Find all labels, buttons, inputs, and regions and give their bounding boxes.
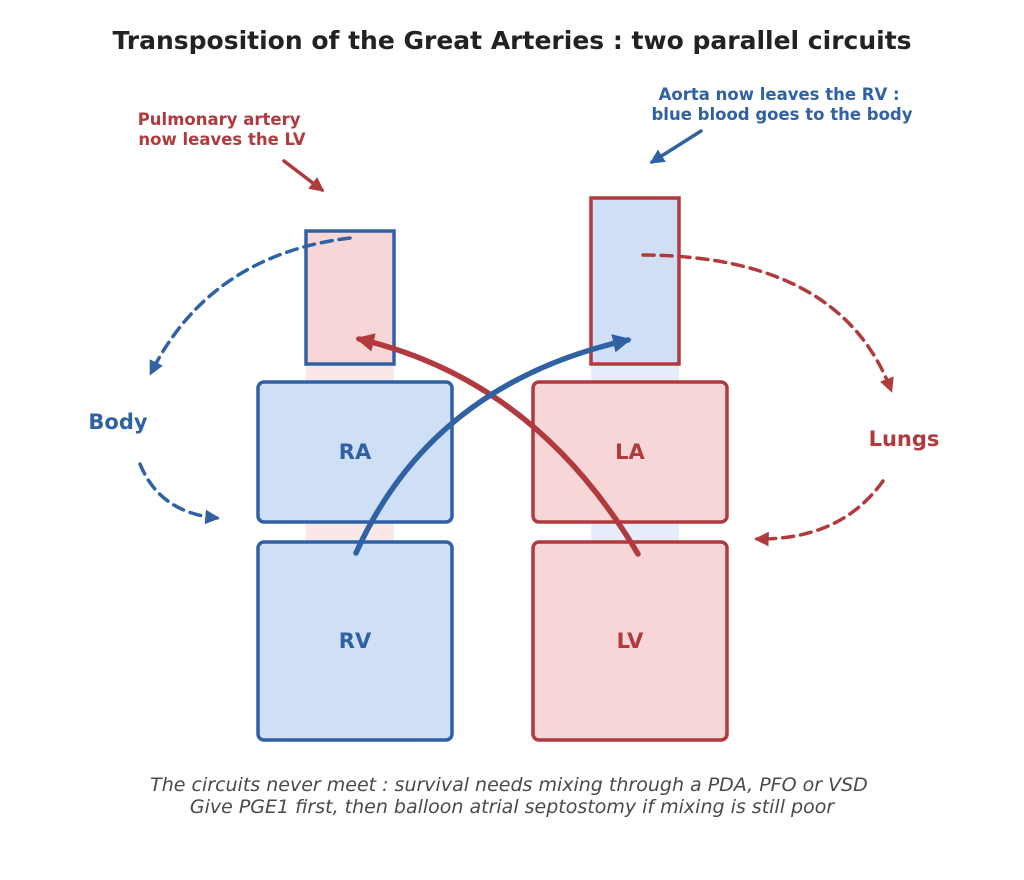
- caption-line-2: Give PGE1 first, then balloon atrial sep…: [190, 796, 836, 818]
- right-septal-strip: [306, 522, 394, 542]
- lv-label: LV: [617, 629, 644, 653]
- rv-to-aorta-arrow: [353, 334, 632, 556]
- aorta-pointer-arrow: [649, 129, 703, 164]
- caption: The circuits never meet : survival needs…: [150, 774, 874, 818]
- lungs-to-la-dashed-arrow: [754, 479, 885, 547]
- pulmonary-to-lungs-dashed-arrow: [641, 253, 894, 393]
- aorta-annotation-line-1: Aorta now leaves the RV :: [659, 85, 900, 104]
- lv-to-pulmonary-arrow: [355, 333, 641, 557]
- pulmonary-connector-strip: [306, 364, 394, 384]
- rv-label: RV: [339, 629, 372, 653]
- body-to-ra-dashed-arrow: [138, 462, 220, 525]
- caption-line-1: The circuits never meet : survival needs…: [150, 774, 868, 796]
- diagram-title: Transposition of the Great Arteries : tw…: [112, 26, 911, 55]
- left-septal-strip: [591, 522, 679, 542]
- aortic-connector-strip: [591, 364, 679, 384]
- aorta-annotation: Aorta now leaves the RV : blue blood goe…: [652, 85, 913, 124]
- pulmonary-annotation-line-2: now leaves the LV: [138, 130, 305, 149]
- la-label: LA: [615, 440, 645, 464]
- pulmonary-annotation: Pulmonary artery now leaves the LV: [138, 110, 307, 149]
- ra-chamber: [256, 380, 454, 524]
- aorta-box: [589, 196, 681, 366]
- aorta-to-body-dashed-arrow: [149, 236, 352, 376]
- aorta-annotation-line-2: blue blood goes to the body: [652, 105, 913, 124]
- pulmonary-annotation-line-1: Pulmonary artery: [138, 110, 301, 129]
- ra-label: RA: [339, 440, 372, 464]
- la-chamber: [531, 380, 729, 524]
- lungs-label: Lungs: [869, 427, 940, 451]
- rv-chamber: [256, 540, 454, 742]
- pulmonary-pointer-arrow: [282, 159, 325, 192]
- body-label: Body: [88, 410, 147, 434]
